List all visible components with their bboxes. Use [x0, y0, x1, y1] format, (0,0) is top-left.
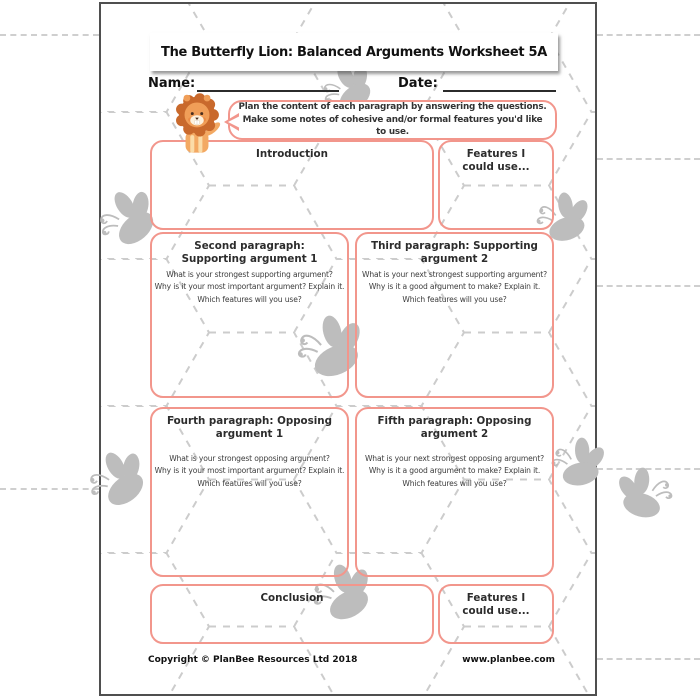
- margin-dash-line: [597, 468, 700, 470]
- title-banner: The Butterfly Lion: Balanced Arguments W…: [150, 33, 558, 71]
- page-title: The Butterfly Lion: Balanced Arguments: [161, 44, 444, 60]
- page-footer: Copyright © PlanBee Resources Ltd 2018 w…: [148, 655, 555, 665]
- box-title: Features I could use...: [462, 148, 530, 173]
- box-question: What is your strongest opposing argument…: [169, 453, 330, 463]
- margin-dash-line: [597, 34, 700, 36]
- margin-dash-line: [0, 34, 99, 36]
- date-label: Date:: [398, 76, 438, 91]
- box-question: What is your next strongest opposing arg…: [364, 453, 545, 463]
- worksheet-number: Worksheet 5A: [448, 44, 547, 60]
- date-field-line: [443, 90, 556, 92]
- box-title: Features I could use...: [462, 592, 530, 617]
- box-question: Which features will you use?: [197, 478, 302, 488]
- copyright-text: Copyright © PlanBee Resources Ltd 2018: [148, 655, 358, 665]
- instruction-text: Plan the content of each paragraph by an…: [238, 101, 547, 138]
- box-title: Conclusion: [260, 592, 324, 604]
- lion-mascot-icon: [176, 93, 221, 153]
- margin-dash-line: [597, 285, 700, 287]
- introduction-box: Introduction: [150, 140, 434, 230]
- box-question: Why is it your most important argument? …: [154, 282, 345, 292]
- name-field-line: [197, 90, 339, 92]
- box-question: What is your next strongest supporting a…: [361, 269, 548, 279]
- website-text: www.planbee.com: [462, 655, 555, 665]
- box-question: Which features will you use?: [402, 478, 507, 488]
- features-bottom-box: Features I could use...: [438, 584, 554, 644]
- features-top-box: Features I could use...: [438, 140, 554, 230]
- worksheet-page: The Butterfly Lion: Balanced Arguments W…: [81, 2, 611, 696]
- fifth-paragraph-box: Fifth paragraph: Opposing argument 2 Wha…: [355, 407, 554, 577]
- margin-dash-line: [597, 158, 700, 160]
- box-title: Fifth paragraph: Opposing argument 2: [377, 415, 532, 440]
- box-question: Why is it your most important argument? …: [154, 466, 345, 476]
- instruction-speech-bubble: Plan the content of each paragraph by an…: [224, 100, 557, 140]
- margin-dash-line: [0, 488, 99, 490]
- box-question: Which features will you use?: [197, 294, 302, 304]
- box-question: Which features will you use?: [402, 294, 507, 304]
- margin-dash-line: [597, 658, 700, 660]
- box-title: Fourth paragraph: Opposing argument 1: [166, 415, 332, 440]
- box-question: Why is it a good argument to make? Expla…: [368, 282, 541, 292]
- bee-icon: [605, 460, 681, 531]
- box-title: Introduction: [256, 148, 328, 160]
- box-title: Third paragraph: Supporting argument 2: [371, 240, 538, 265]
- third-paragraph-box: Third paragraph: Supporting argument 2 W…: [355, 232, 554, 398]
- box-question: Why is it a good argument to make? Expla…: [368, 466, 541, 476]
- fourth-paragraph-box: Fourth paragraph: Opposing argument 1 Wh…: [150, 407, 349, 577]
- box-question: What is your strongest supporting argume…: [166, 269, 333, 279]
- second-paragraph-box: Second paragraph: Supporting argument 1 …: [150, 232, 349, 398]
- box-title: Second paragraph: Supporting argument 1: [181, 240, 318, 265]
- conclusion-box: Conclusion: [150, 584, 434, 644]
- name-label: Name:: [148, 76, 196, 91]
